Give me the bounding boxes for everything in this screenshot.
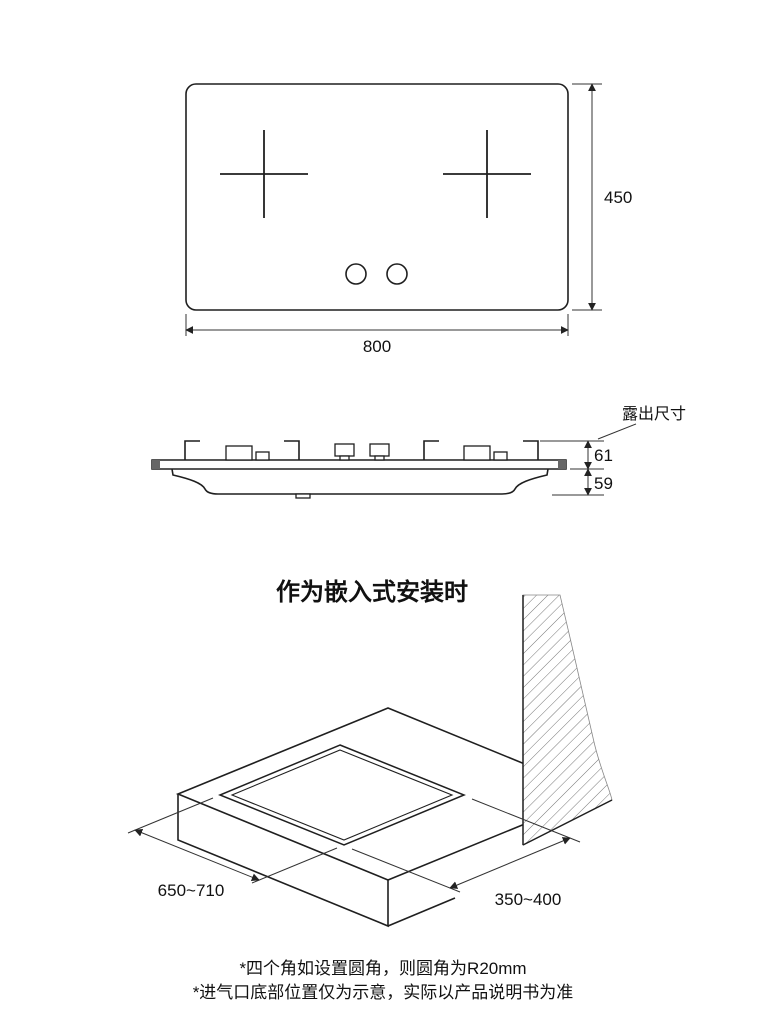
knob-left-icon	[345, 263, 367, 285]
knobs-profile	[334, 443, 390, 461]
installation-isometric: 650~710 350~400	[127, 594, 613, 928]
height-dimension-label: 450	[604, 188, 632, 207]
countertop	[175, 707, 601, 928]
above-counter-label: 61	[594, 446, 613, 465]
cutout-depth-label: 350~400	[495, 890, 562, 909]
gas-inlet-nub	[295, 493, 311, 499]
burner-left-profile	[184, 440, 300, 461]
burner-right-profile	[423, 440, 539, 461]
cooktop-outline	[185, 83, 569, 311]
cutout-hole	[218, 744, 466, 846]
cutout-length-label: 650~710	[158, 881, 225, 900]
glass-edge-left	[152, 460, 160, 469]
installation-title: 作为嵌入式安装时	[276, 578, 468, 606]
footnote-corner-radius: *四个角如设置圆角，则圆角为R20mm	[239, 959, 526, 978]
glass-panel	[151, 459, 567, 470]
glass-edge-right	[558, 460, 566, 469]
wall-hatch	[522, 594, 613, 846]
burner-cross-left-icon	[220, 130, 308, 218]
knob-right-icon	[386, 263, 408, 285]
footnote-gas-inlet: *进气口底部位置仅为示意，实际以产品说明书为准	[193, 983, 574, 1002]
burner-cross-right-icon	[443, 130, 531, 218]
exposed-size-callout: 露出尺寸	[622, 405, 686, 423]
cutout-length-dimension: 650~710	[127, 797, 338, 900]
top-view: 450 800	[185, 83, 632, 356]
body-tray	[171, 468, 549, 495]
cutout-depth-dimension: 350~400	[351, 798, 581, 909]
width-dimension-label: 800	[363, 337, 391, 356]
footnotes: *四个角如设置圆角，则圆角为R20mm *进气口底部位置仅为示意，实际以产品说明…	[193, 959, 574, 1002]
cutout-hole-inner-rim	[230, 749, 454, 841]
wall	[522, 594, 613, 846]
side-view: 露出尺寸 61 59	[151, 405, 686, 499]
below-counter-label: 59	[594, 474, 613, 493]
callout-leader-line	[597, 423, 637, 440]
